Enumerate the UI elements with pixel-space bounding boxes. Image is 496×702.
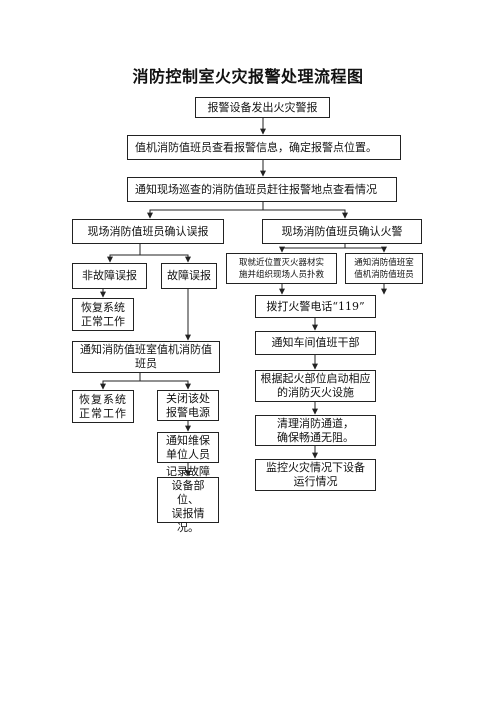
node-non-fault: 非故障误报 [72, 263, 147, 289]
node-record: 记录故障 设备部位、 误报情况。 [157, 465, 219, 534]
split-line-notify-control-right [140, 380, 191, 390]
split-line-notify-right [263, 209, 348, 219]
node-clear-path: 清理消防通道， 确保畅通无阻。 [255, 415, 376, 446]
node-check: 值机消防值班员查看报警信息，确定报警点位置。 [127, 135, 401, 160]
node-restore-1: 恢复系统 正常工作 [72, 298, 134, 331]
split-line-false-alarm [107, 244, 141, 263]
node-monitor: 监控火灾情况下设备 运行情况 [255, 459, 376, 491]
split-line-fire-confirm [279, 244, 346, 253]
node-close-power: 关闭该处 报警电源 [157, 390, 219, 421]
node-notify-room: 通知消防值班室 值机消防值班员 [345, 253, 423, 284]
node-call-119: 拨打火警电话“119” [255, 295, 376, 318]
node-notify-maint: 通知维保 单位人员 [157, 432, 219, 463]
node-false-alarm: 现场消防值班员确认误报 [72, 219, 224, 244]
split-line-fire-confirm-right [345, 246, 387, 253]
node-notify-cadre: 通知车间值班干部 [255, 331, 376, 355]
split-line-notify-control [100, 373, 141, 390]
node-fault: 故障误报 [161, 263, 217, 289]
node-restore-2: 恢复系统 正常工作 [72, 390, 134, 423]
split-line-false-alarm-right [140, 254, 191, 263]
split-line-notify [147, 202, 264, 219]
node-fire-confirm: 现场消防值班员确认火警 [262, 219, 422, 244]
page-title: 消防控制室火灾报警处理流程图 [132, 67, 364, 86]
node-alarm: 报警设备发出火灾警报 [195, 97, 330, 118]
node-notify-control: 通知消防值班室值机消防值 班员 [72, 341, 220, 373]
node-start-facilities: 根据起火部位启动相应 的消防灭火设施 [255, 370, 376, 402]
node-notify-patrol: 通知现场巡查的消防值班员赶往报警地点查看情况 [127, 177, 397, 202]
node-extinguisher: 取就近位置灭火器材实 施并组织现场人员扑救 [226, 253, 337, 284]
